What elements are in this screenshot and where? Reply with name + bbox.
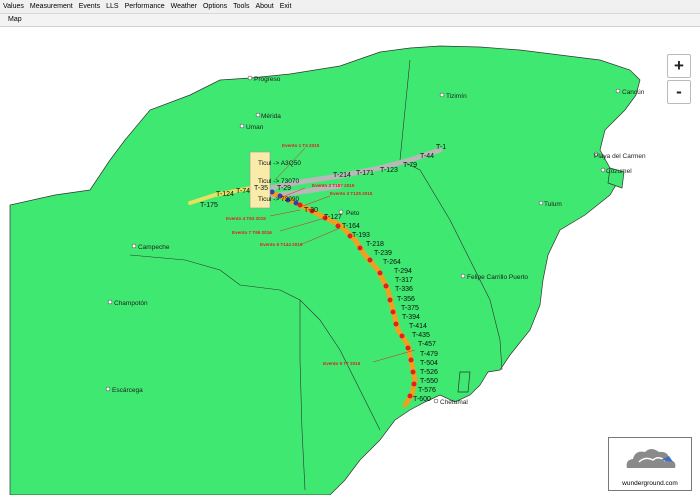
city-markers <box>105 75 621 404</box>
city-champoton: Champotón <box>114 300 148 307</box>
tower-label: T-193 <box>352 232 370 239</box>
attribution-text: wunderground.com <box>622 480 678 487</box>
menu-measurement[interactable]: Measurement <box>29 3 73 10</box>
event-pointers <box>269 147 416 363</box>
city-progreso: Progreso <box>254 76 281 83</box>
tower-label: T-239 <box>374 250 392 257</box>
tower-label: T-356 <box>397 296 415 303</box>
city-campeche: Campeche <box>138 244 170 251</box>
tower-label: T-171 <box>356 170 374 177</box>
tower-markers <box>297 202 417 399</box>
tower-label: T-479 <box>420 351 438 358</box>
tower-label: T-526 <box>420 369 438 376</box>
city-playa: Playa del Carmen <box>594 153 646 160</box>
island <box>457 371 471 393</box>
tower-label: T-44 <box>420 153 434 160</box>
city-felipe: Felipe Carrillo Puerto <box>467 274 528 281</box>
menu-tools[interactable]: Tools <box>233 3 250 10</box>
tower-label: T-457 <box>418 341 436 348</box>
event-label[interactable]: Evento 3 T125 2015 <box>330 191 373 196</box>
tower-label: T-600 <box>413 396 431 403</box>
tab-bar: Map <box>0 14 700 27</box>
tower-label: T-550 <box>420 378 438 385</box>
state-border <box>129 254 381 431</box>
menu-performance[interactable]: Performance <box>124 3 165 10</box>
tower-label: T-294 <box>394 268 412 275</box>
tower-label: T-214 <box>333 172 351 179</box>
transmission-line-gray <box>257 147 443 193</box>
menu-weather[interactable]: Weather <box>170 3 197 10</box>
city-cozumel: Cozumel <box>606 168 632 175</box>
blue-markers <box>269 189 299 206</box>
substation-label-b: Ticul -> 73070 <box>258 178 300 185</box>
menu-about[interactable]: About <box>255 3 274 10</box>
city-cancun: Cancún <box>622 89 645 96</box>
zoom-in-button[interactable]: + <box>667 54 691 78</box>
city-merida: Mérida <box>261 113 281 120</box>
weather-attribution-box[interactable]: wunderground.com <box>608 437 692 491</box>
menu-events[interactable]: Events <box>78 3 101 10</box>
tower-label: T-123 <box>380 167 398 174</box>
event-label[interactable]: Evento 2 T187 2015 <box>312 183 355 188</box>
city-escarcega: Escárcega <box>112 387 143 394</box>
tower-label: T-35 <box>254 185 268 192</box>
event-label[interactable]: Evento 5 T7 2016 <box>323 361 361 366</box>
city-tizimin: Tizimín <box>446 93 467 100</box>
tower-label: T-504 <box>420 360 438 367</box>
city-uman: Uman <box>246 124 264 131</box>
tower-label: T-394 <box>402 314 420 321</box>
substation-box[interactable] <box>249 151 271 209</box>
land-mass <box>9 45 641 495</box>
tower-label: T-1 <box>436 144 446 151</box>
event-label[interactable]: Evento 6 T144 2016 <box>260 242 303 247</box>
tower-label: T-264 <box>383 259 401 266</box>
city-chetumal: Chetumal <box>440 399 468 406</box>
tower-label: T-375 <box>401 305 419 312</box>
menu-bar: Values Measurement Events LLS Performanc… <box>0 0 700 14</box>
menu-values[interactable]: Values <box>3 3 24 10</box>
tower-label: T-175 <box>200 202 218 209</box>
event-label[interactable]: Evento 1 T4 2015 <box>282 143 320 148</box>
tower-label: T-317 <box>395 277 413 284</box>
tower-label: T-414 <box>409 323 427 330</box>
tower-label: T-435 <box>412 332 430 339</box>
cloud-icon <box>626 449 676 468</box>
state-border <box>399 59 503 371</box>
tower-label: T-576 <box>418 387 436 394</box>
city-tulum: Tulum <box>544 201 562 208</box>
event-label[interactable]: Evento 7 T69 2016 <box>232 230 272 235</box>
substation-label-a: Ticul -> A3Q50 <box>258 160 301 167</box>
tab-map[interactable]: Map <box>8 16 22 23</box>
menu-exit[interactable]: Exit <box>279 3 292 10</box>
map-view[interactable]: Ticul -> A3Q50 Ticul -> 73070 Ticul -> 7… <box>0 27 700 495</box>
menu-lls[interactable]: LLS <box>106 3 119 10</box>
tower-label: T-218 <box>366 241 384 248</box>
tower-label: T-79 <box>403 162 417 169</box>
tower-label: T-30 <box>304 207 318 214</box>
tower-label: T-74 <box>236 188 250 195</box>
map-canvas[interactable]: Ticul -> A3Q50 Ticul -> 73070 Ticul -> 7… <box>0 27 700 495</box>
state-border <box>299 300 306 491</box>
menu-options[interactable]: Options <box>202 3 228 10</box>
city-peto: Peto <box>346 210 360 217</box>
tower-label: T-336 <box>395 286 413 293</box>
tower-label: T-124 <box>216 191 234 198</box>
zoom-out-button[interactable]: - <box>667 80 691 104</box>
cozumel-island <box>607 167 625 189</box>
tower-label: T-164 <box>342 223 360 230</box>
tower-label: T-29 <box>277 185 291 192</box>
substation-label-c: Ticul -> 73090 <box>258 196 300 203</box>
tower-label: T-127 <box>324 214 342 221</box>
event-label[interactable]: Evento 4 T63 2015 <box>226 216 266 221</box>
